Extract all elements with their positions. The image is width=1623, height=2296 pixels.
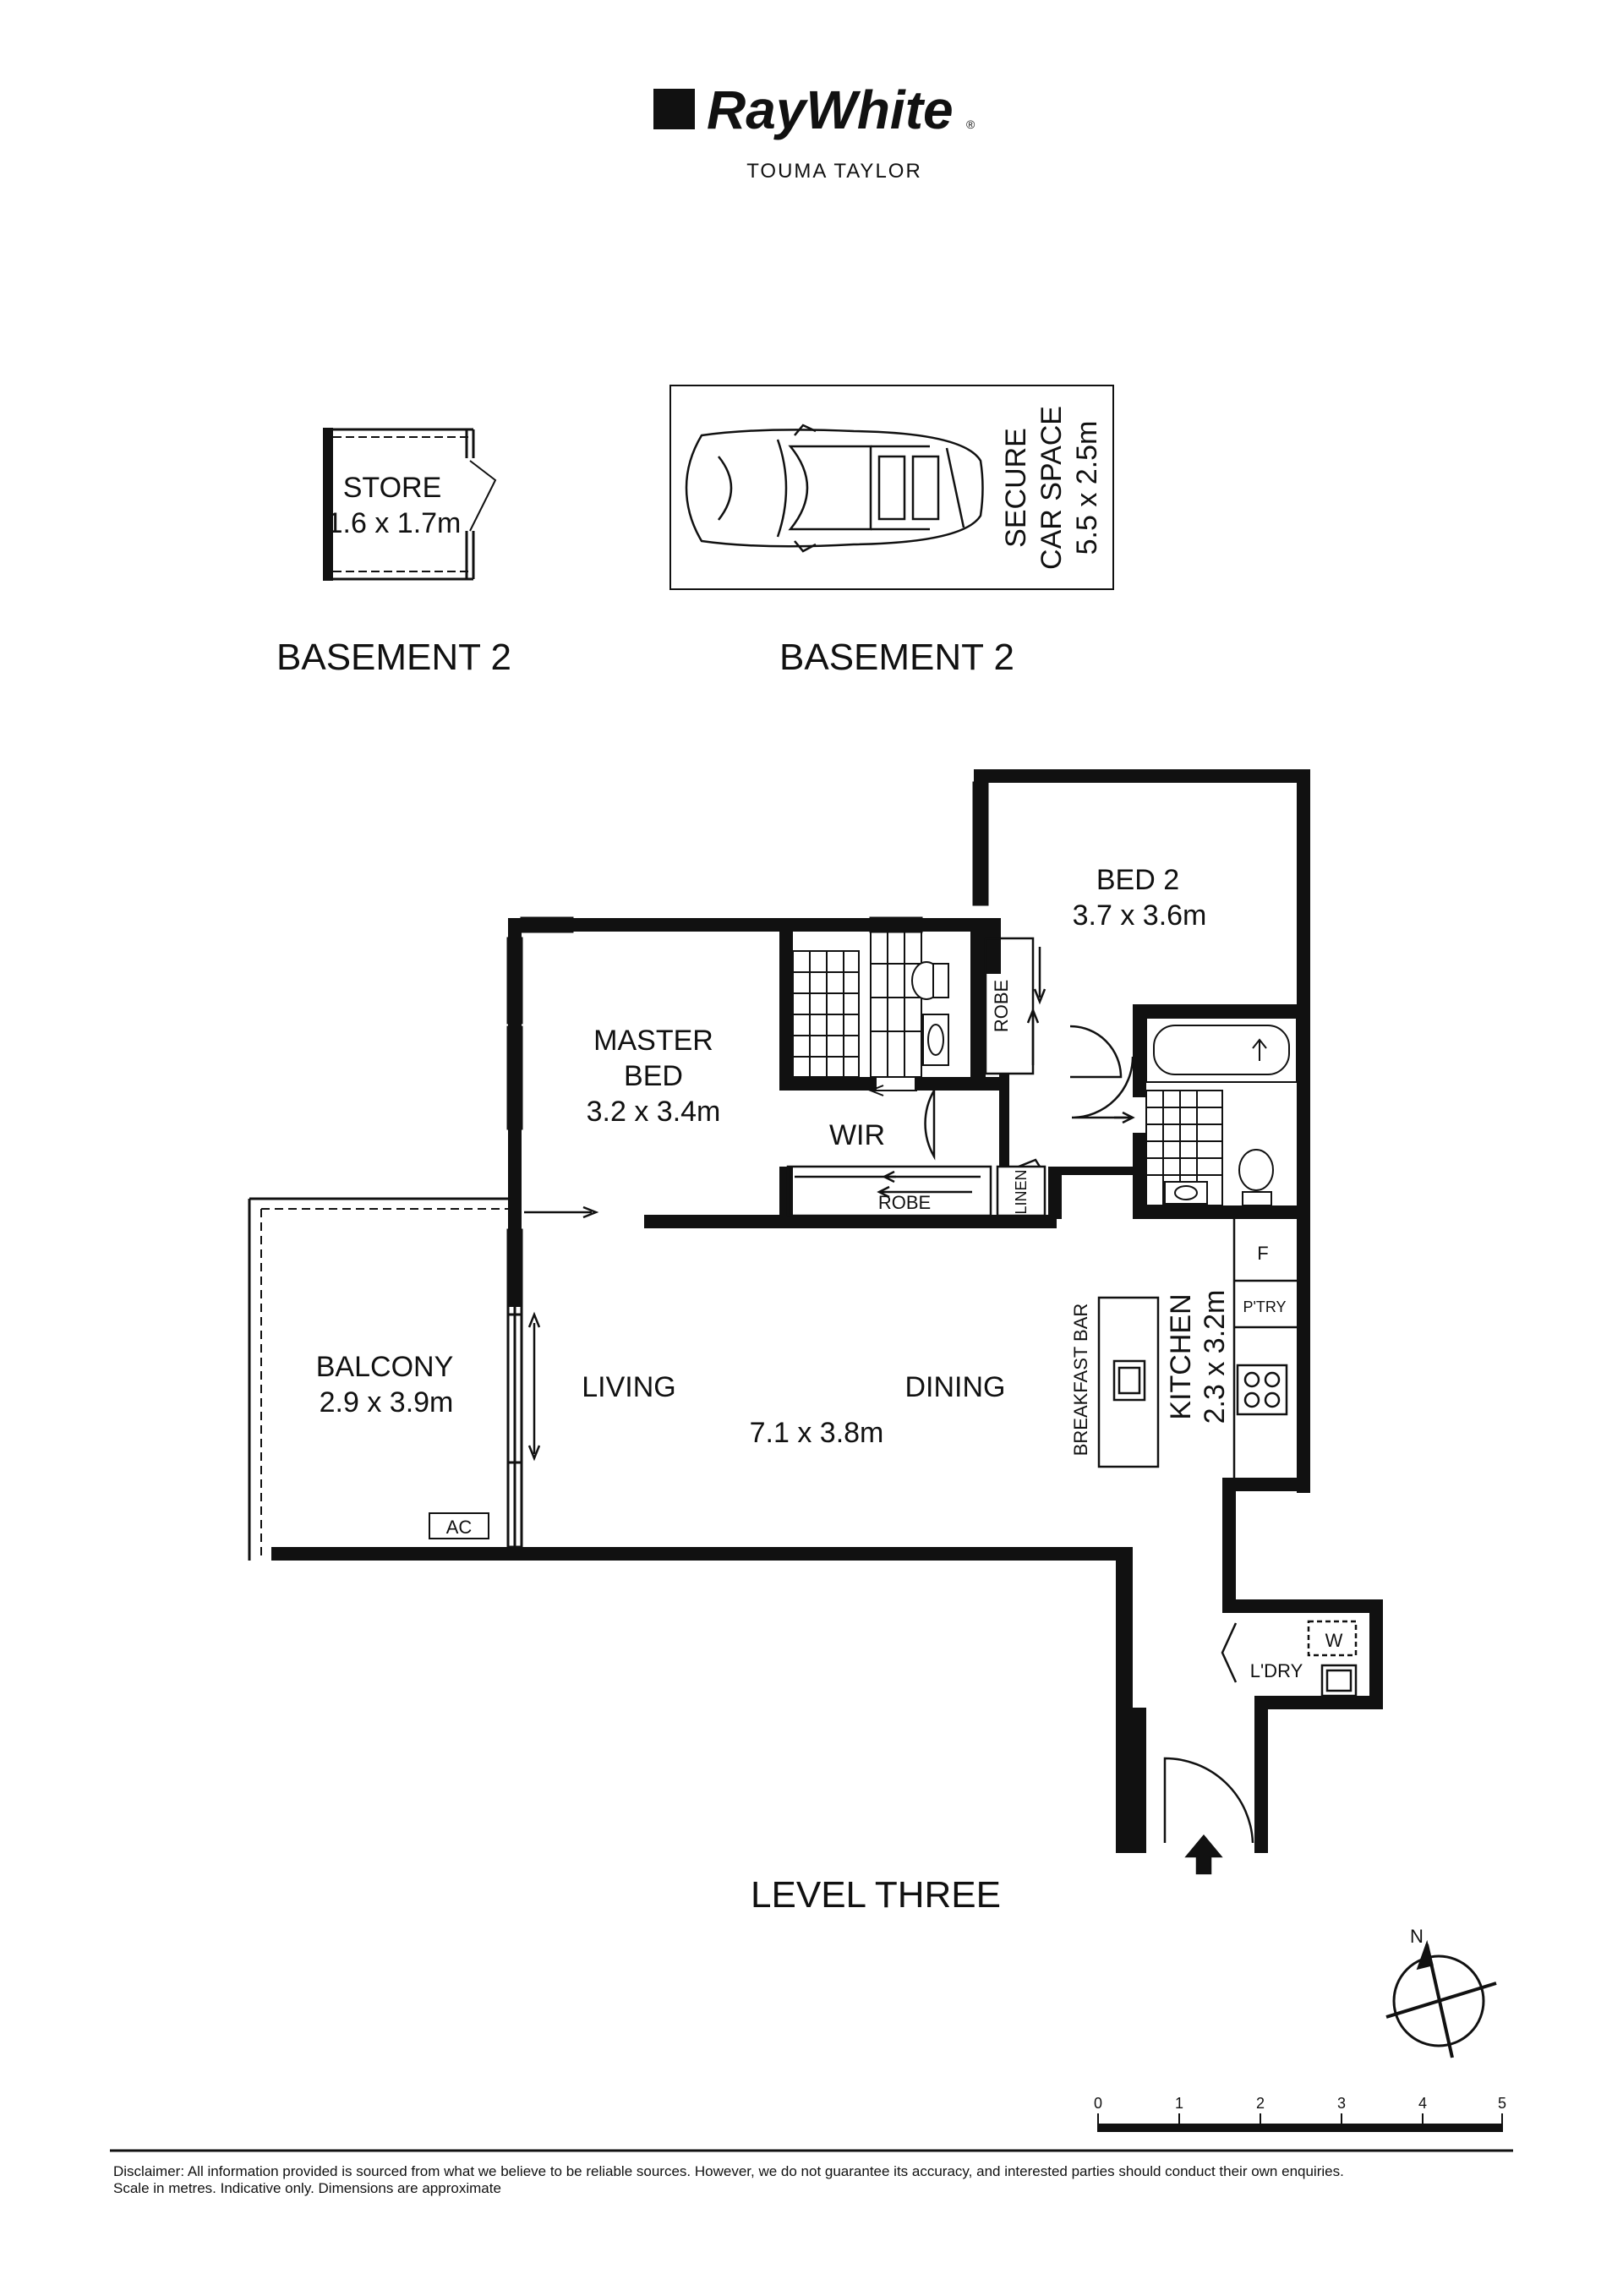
car-icon [685, 424, 984, 553]
breakfast-bar-island [1097, 1296, 1160, 1468]
north-arrow-icon [1416, 1939, 1434, 1971]
bathtub-icon [1145, 1017, 1298, 1083]
pantry-label: P'TRY [1243, 1298, 1286, 1315]
main-bathroom-fixtures [1145, 1017, 1298, 1206]
car-space-caption: BASEMENT 2 [779, 637, 1014, 678]
disclaimer: Disclaimer: All information provided is … [110, 2149, 1513, 2196]
store-label: STORE [343, 472, 442, 504]
north-compass: N [1385, 1926, 1497, 2058]
living-label: LIVING [582, 1371, 675, 1403]
car-space-label-line1: SECURE [1000, 428, 1032, 548]
master-door-swing [924, 1090, 936, 1161]
balcony-dimensions: 2.9 x 3.9m [320, 1386, 454, 1419]
store-dimensions: 1.6 x 1.7m [327, 507, 462, 539]
bath-floor-tiles [1145, 1090, 1223, 1206]
logo-registered-mark: ® [966, 118, 975, 131]
laundry-door [1221, 1622, 1238, 1683]
scale-tick-0: 0 [1094, 2095, 1102, 2112]
linen-label: LINEN [1013, 1169, 1030, 1214]
laundry: W L'DRY [1221, 1620, 1358, 1697]
disclaimer-line1: Disclaimer: All information provided is … [113, 2163, 1344, 2179]
ensuite-basin-icon [922, 1014, 949, 1066]
car-space-dimensions: 5.5 x 2.5m [1071, 421, 1103, 555]
bath-basin-icon [1164, 1181, 1208, 1205]
store-caption: BASEMENT 2 [276, 637, 511, 678]
scale-tick-2: 2 [1256, 2095, 1265, 2112]
bed2-door-swing [1069, 1025, 1123, 1079]
bed2-dimensions: 3.7 x 3.6m [1073, 899, 1207, 932]
bed2-robe: ROBE [984, 937, 1046, 1075]
ensuite-fixtures [792, 931, 949, 1096]
cooktop-icon [1236, 1364, 1288, 1416]
brand-logo: RayWhite ® TOUMA TAYLOR [653, 79, 975, 183]
master-bed-label-line1: MASTER [593, 1025, 713, 1057]
ac-unit [429, 1512, 489, 1539]
scale-tick-3: 3 [1337, 2095, 1346, 2112]
wir-label: WIR [829, 1119, 885, 1151]
level-three-plan: AC BALCONY 2.9 x 3.9m [248, 769, 1383, 1916]
scale-tick-1: 1 [1175, 2095, 1183, 2112]
compass-north-label: N [1410, 1926, 1424, 1947]
kitchen-dimensions: 2.3 x 3.2m [1199, 1290, 1231, 1424]
dining-label: DINING [905, 1371, 1006, 1403]
car-space-label-line2: CAR SPACE [1036, 406, 1068, 570]
balcony-label: BALCONY [316, 1351, 454, 1383]
basement-car-space-plan: SECURE CAR SPACE 5.5 x 2.5m BASEMENT 2 [669, 385, 1114, 678]
kitchen-label: KITCHEN [1165, 1293, 1197, 1419]
ac-label: AC [446, 1517, 473, 1538]
washer-label: W [1325, 1630, 1343, 1651]
scale-bar: 0 1 2 3 4 5 [1094, 2095, 1506, 2132]
basement-store-plan: STORE 1.6 x 1.7m BASEMENT 2 [276, 428, 511, 678]
entry-door [1163, 1757, 1254, 1875]
bath-toilet-icon [1238, 1149, 1274, 1191]
breakfast-bar-label: BREAKFAST BAR [1070, 1304, 1091, 1457]
entry-arrow-icon [1184, 1834, 1223, 1875]
scale-tick-5: 5 [1498, 2095, 1506, 2112]
logo-square-icon [653, 89, 695, 129]
master-bed-dimensions: 3.2 x 3.4m [587, 1096, 721, 1128]
scale-tick-4: 4 [1418, 2095, 1427, 2112]
bath-door-swing [1071, 1056, 1134, 1119]
robe-label-master: ROBE [878, 1192, 931, 1213]
kitchen-sink-icon [1112, 1359, 1146, 1402]
logo-wordmark: RayWhite [707, 79, 954, 140]
office-name: TOUMA TAYLOR [746, 160, 922, 183]
robe-label-bed2: ROBE [991, 980, 1012, 1032]
windows [506, 781, 989, 1549]
laundry-label: L'DRY [1250, 1660, 1303, 1681]
master-bed-label-line2: BED [624, 1060, 683, 1092]
master-storage: ROBE LINEN [786, 1158, 1046, 1217]
fridge-label: F [1257, 1243, 1268, 1264]
bed2-label: BED 2 [1096, 864, 1179, 896]
washer-icon [1307, 1620, 1358, 1657]
kitchen: F P'TRY BREAKFAST BAR KITCHEN 2.3 x 3.2m [1070, 1219, 1297, 1478]
store-door-swing [469, 460, 497, 532]
level-caption: LEVEL THREE [751, 1874, 1001, 1916]
laundry-tub-icon [1320, 1664, 1358, 1697]
living-sliding-door [524, 1205, 599, 1462]
disclaimer-line2: Scale in metres. Indicative only. Dimens… [113, 2180, 501, 2196]
living-dining-dimensions: 7.1 x 3.8m [750, 1417, 884, 1449]
balcony: AC BALCONY 2.9 x 3.9m [248, 1197, 508, 1561]
doors [924, 1025, 1135, 1161]
walls [271, 769, 1383, 1853]
